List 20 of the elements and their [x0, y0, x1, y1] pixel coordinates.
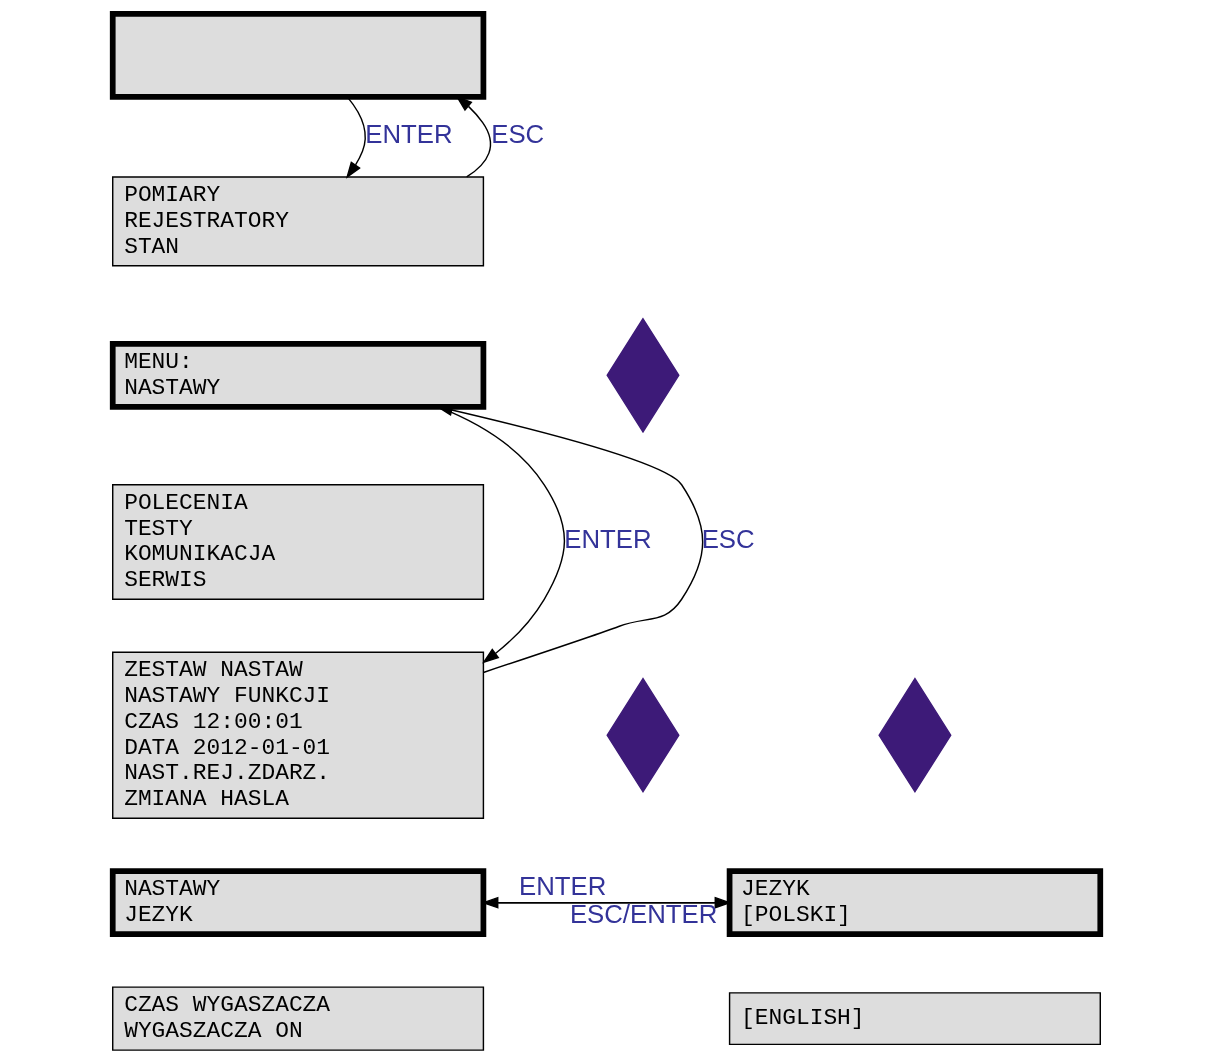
node-box: JEZYK [POLSKI] — [726, 868, 1104, 938]
node-box: CZAS WYGASZACZA WYGASZACZA ON — [112, 986, 485, 1051]
edge-label: ESC/ENTER — [569, 900, 718, 929]
edge-label: ENTER — [365, 120, 453, 149]
node-box: POLECENIA TESTY KOMUNIKACJA SERWIS — [112, 484, 485, 600]
node-chevrons — [606, 677, 680, 794]
node-chevrons — [606, 317, 680, 434]
edge-label: ENTER — [564, 525, 652, 554]
node-box: POMIARY REJESTRATORY STAN — [112, 176, 485, 267]
edge-label: ESC — [491, 120, 545, 149]
edge-label: ENTER — [518, 871, 607, 900]
node-box: [ENGLISH] — [728, 992, 1101, 1046]
node-box: MENU: NASTAWY — [109, 340, 487, 410]
node-box — [109, 11, 487, 100]
node-box: NASTAWY JEZYK — [109, 868, 487, 938]
node-chevrons — [878, 677, 952, 794]
node-box: ZESTAW NASTAW NASTAWY FUNKCJI CZAS 12:00:01 DATA 2012-01-01 NAST.REJ.ZDARZ. ZMIANA HASLA — [112, 651, 485, 819]
arrow — [437, 406, 566, 664]
arrow — [345, 96, 366, 179]
edge-label: ESC — [701, 525, 755, 554]
